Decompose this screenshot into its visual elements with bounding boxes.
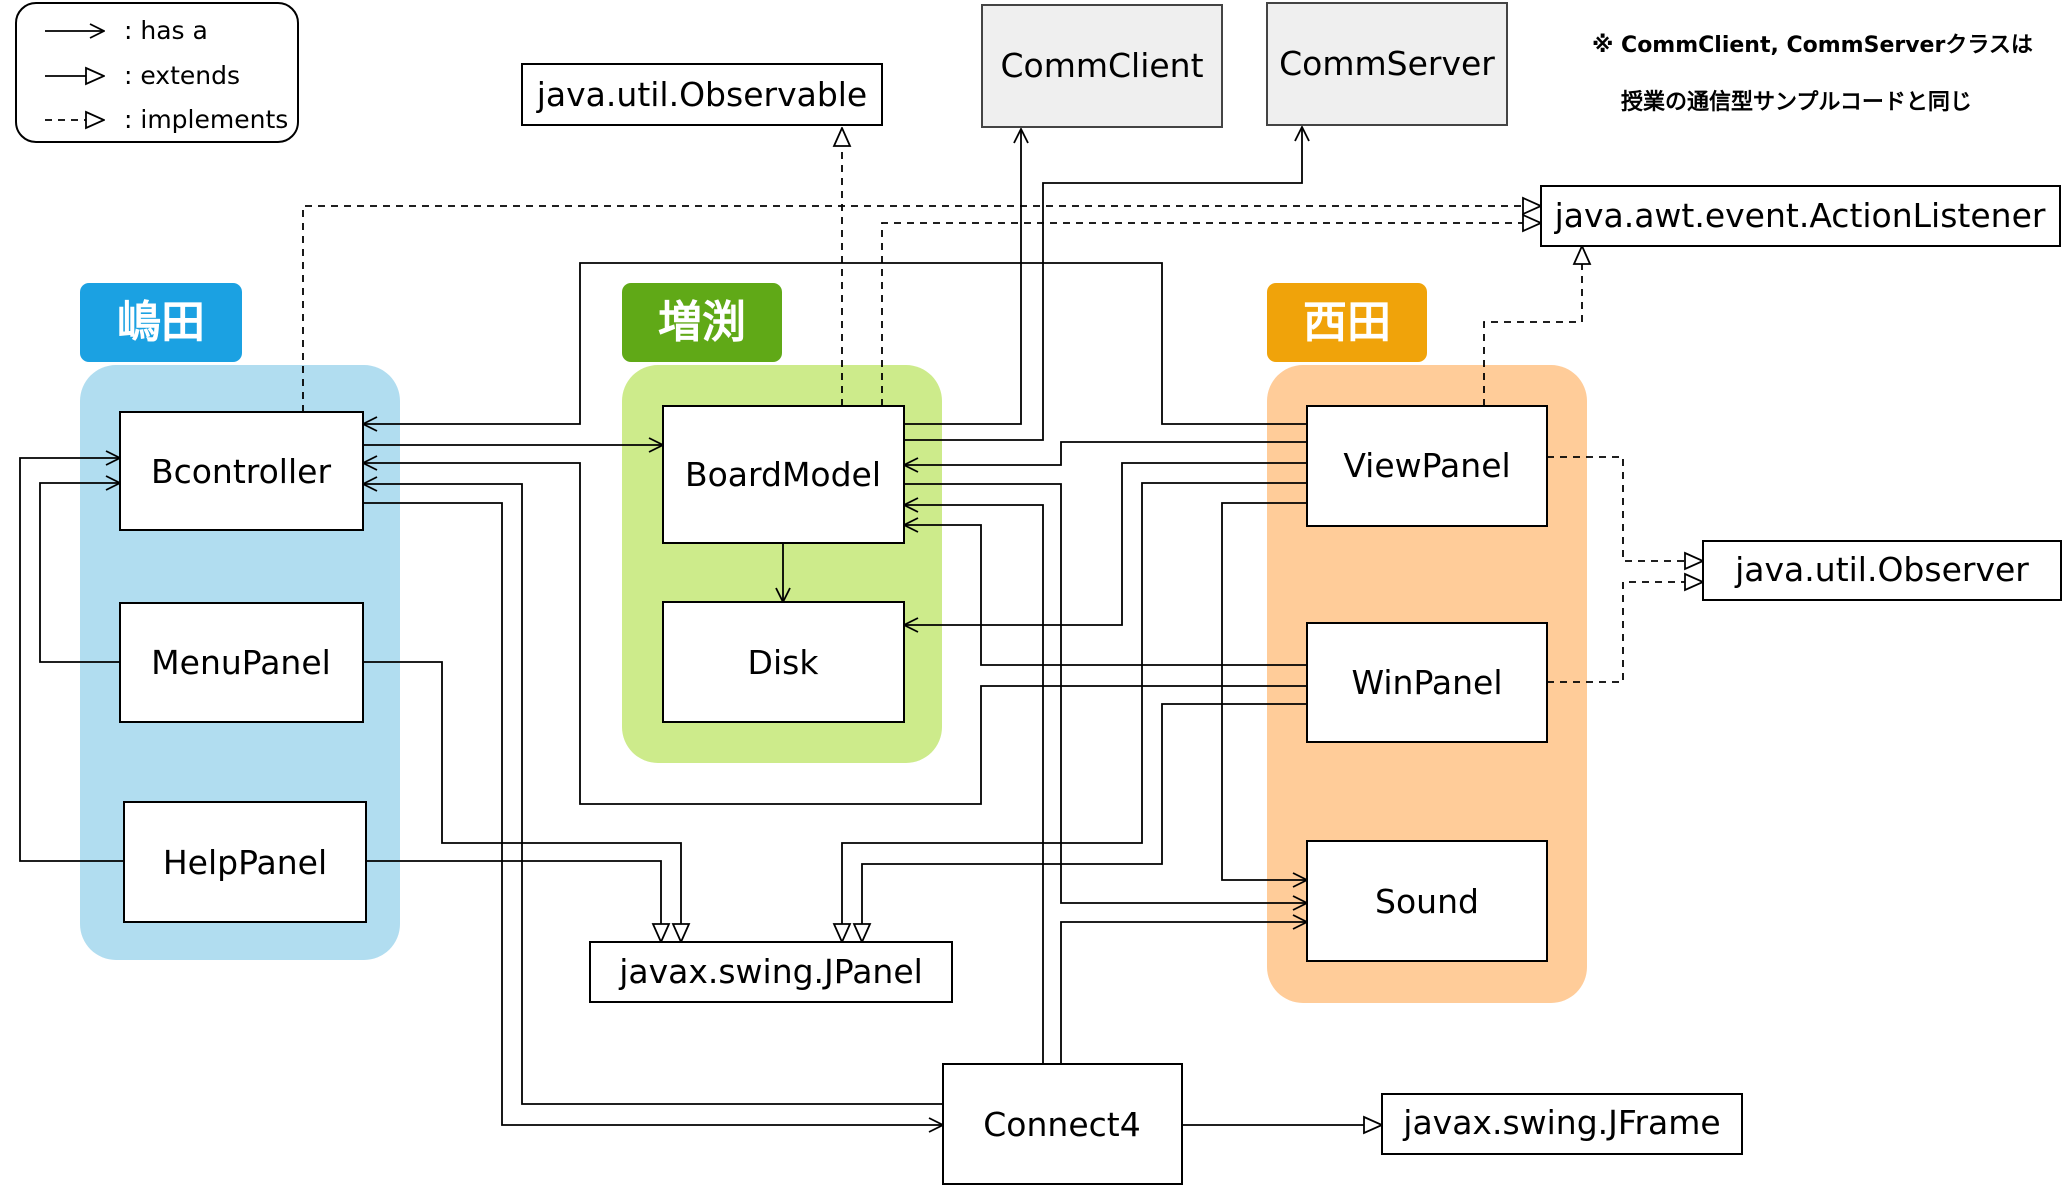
legend-implements-label: : implements: [124, 105, 288, 134]
class-name: Bcontroller: [151, 452, 331, 491]
class-winpanel[interactable]: WinPanel: [1306, 622, 1548, 743]
group-label-masubuchi: 増渕: [658, 297, 746, 348]
edge-bcontroller-connect4: [363, 502, 943, 1125]
edge-helppanel-jpanel: [366, 860, 661, 942]
edge-connect4-bcontroller: [363, 484, 943, 1105]
class-name: Disk: [748, 643, 820, 682]
group-label-shimada: 嶋田: [117, 297, 205, 348]
class-name: java.awt.event.ActionListener: [1554, 196, 2046, 235]
class-name: java.util.Observer: [1734, 550, 2029, 589]
class-name: Sound: [1375, 882, 1479, 921]
edge-winpanel-bcontroller: [363, 463, 1307, 805]
class-commclient[interactable]: CommClient: [981, 4, 1223, 128]
edge-boardmodel-sound: [904, 483, 1307, 903]
class-name: CommClient: [1000, 46, 1203, 85]
class-name: javax.swing.JFrame: [1402, 1103, 1720, 1142]
class-boardmodel[interactable]: BoardModel: [662, 405, 905, 544]
class-bcontroller[interactable]: Bcontroller: [119, 411, 364, 531]
class-name: CommServer: [1279, 44, 1495, 83]
edge-menupanel-bcontroller: [39, 483, 120, 663]
edge-viewpanel-disk: [904, 462, 1307, 625]
class-name: MenuPanel: [151, 643, 331, 682]
class-commserver[interactable]: CommServer: [1266, 2, 1508, 126]
edges: [19, 127, 1703, 1125]
edge-winpanel-boardmodel: [904, 525, 1307, 666]
note-line-2: 授業の通信型サンプルコードと同じ: [1621, 89, 1972, 115]
class-name: ViewPanel: [1343, 446, 1510, 485]
class-jframe[interactable]: javax.swing.JFrame: [1381, 1093, 1743, 1155]
edge-viewpanel-boardmodel: [904, 441, 1307, 465]
legend-extends-label: : extends: [124, 61, 240, 90]
note-line-1: ※ CommClient, CommServerクラスは: [1592, 33, 2033, 58]
edge-connect4-boardmodel: [904, 505, 1044, 1064]
edge-menupanel-jpanel: [363, 661, 681, 942]
edge-winpanel-jpanel: [862, 703, 1307, 942]
group-tag-shimada: 嶋田: [80, 283, 242, 362]
edge-boardmodel-commclient: [904, 129, 1021, 425]
class-name: java.util.Observable: [536, 75, 867, 114]
edge-viewpanel-jpanel: [842, 482, 1307, 942]
group-label-nishida: 西田: [1303, 297, 1391, 348]
legend-has-a-label: : has a: [124, 16, 208, 45]
edge-bcontroller-actionlistener: [302, 206, 1541, 412]
class-name: HelpPanel: [163, 843, 327, 882]
edge-boardmodel-actionlistener: [881, 223, 1541, 406]
legend: : has a : extends : implements: [15, 2, 299, 143]
class-disk[interactable]: Disk: [662, 601, 905, 723]
class-name: BoardModel: [685, 455, 881, 494]
group-tag-masubuchi: 増渕: [622, 283, 782, 362]
class-jpanel[interactable]: javax.swing.JPanel: [589, 941, 953, 1003]
group-tag-nishida: 西田: [1267, 283, 1427, 362]
edge-viewpanel-actionlistener: [1483, 246, 1582, 406]
edge-viewpanel-bcontroller: [363, 262, 1307, 424]
class-viewpanel[interactable]: ViewPanel: [1306, 405, 1548, 527]
class-name: WinPanel: [1351, 663, 1502, 702]
class-name: Connect4: [983, 1105, 1140, 1144]
edge-helppanel-bcontroller: [19, 458, 124, 862]
class-connect4[interactable]: Connect4: [942, 1063, 1183, 1185]
class-actionlistener[interactable]: java.awt.event.ActionListener: [1540, 185, 2061, 247]
edge-boardmodel-commserver: [904, 127, 1302, 441]
class-observable[interactable]: java.util.Observable: [521, 63, 883, 126]
edge-connect4-sound: [1060, 922, 1307, 1064]
class-name: javax.swing.JPanel: [618, 952, 923, 991]
class-helppanel[interactable]: HelpPanel: [123, 801, 367, 923]
class-sound[interactable]: Sound: [1306, 840, 1548, 962]
class-menupanel[interactable]: MenuPanel: [119, 602, 364, 723]
edge-viewpanel-sound: [1221, 502, 1307, 880]
class-observer[interactable]: java.util.Observer: [1702, 540, 2062, 601]
